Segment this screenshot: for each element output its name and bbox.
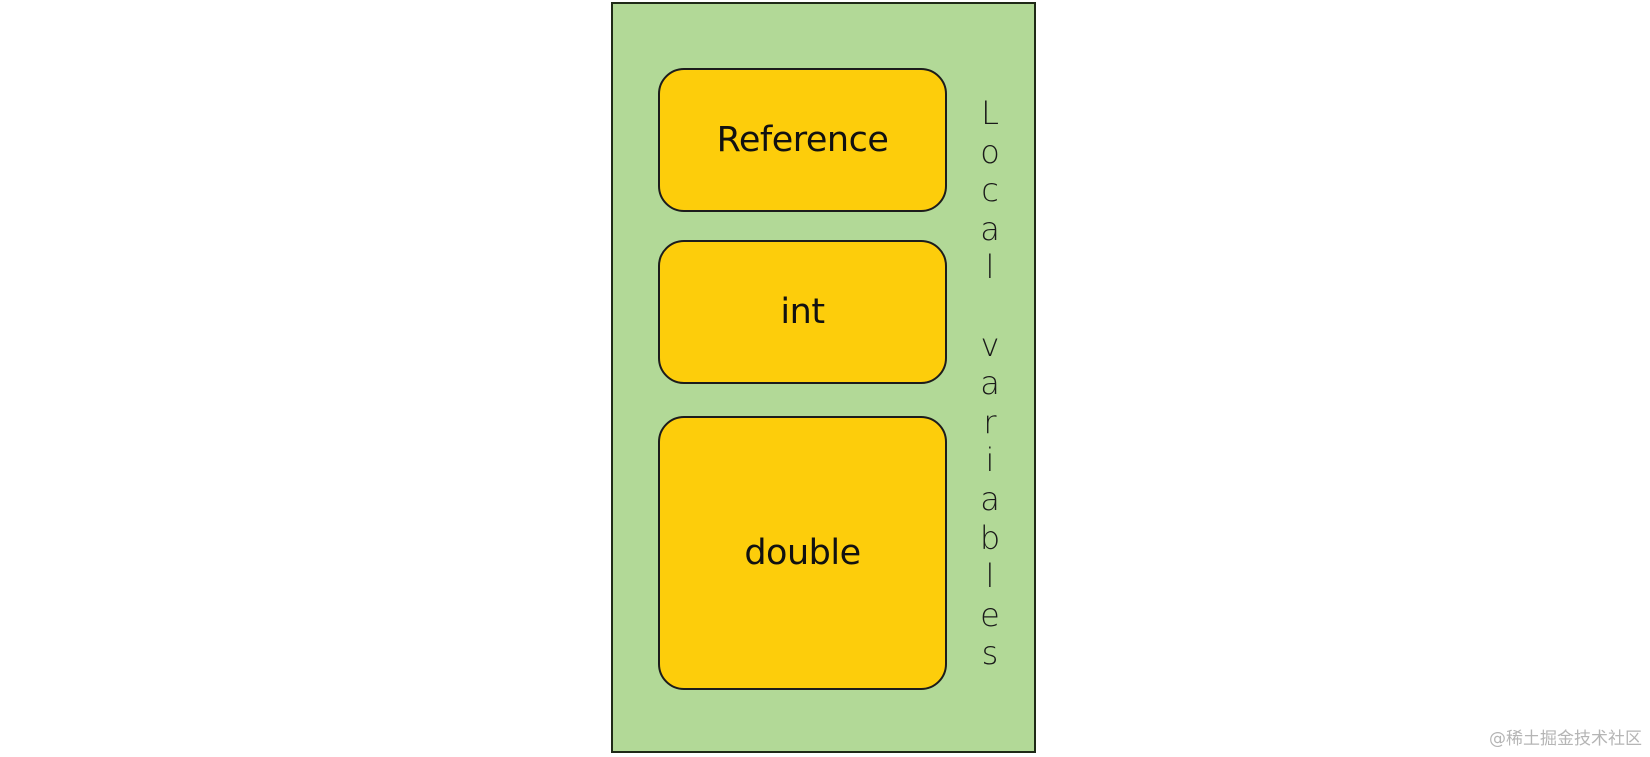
side-label-char: r (983, 402, 997, 441)
side-label-char: e (980, 595, 1000, 634)
side-label-char: i (985, 441, 995, 480)
slot-double-label: double (744, 533, 861, 573)
side-label-char: v (980, 325, 1000, 364)
side-label-char: a (980, 209, 1000, 248)
side-label-char: c (981, 171, 999, 210)
side-label-char: L (981, 94, 999, 132)
watermark: @稀土掘金技术社区 (1489, 729, 1642, 749)
slot-reference: Reference (658, 68, 947, 212)
side-label-char: l (985, 557, 995, 596)
side-label-char: o (980, 132, 1000, 171)
side-label-char: s (981, 634, 999, 673)
slot-int-label: int (780, 292, 825, 332)
side-label-char: b (979, 518, 1001, 557)
slot-int: int (658, 240, 947, 384)
slot-reference-label: Reference (716, 120, 889, 160)
slot-double: double (658, 416, 947, 690)
side-label-char: a (980, 364, 1000, 403)
side-label-char: a (980, 479, 1000, 518)
side-label-char: l (985, 248, 995, 287)
